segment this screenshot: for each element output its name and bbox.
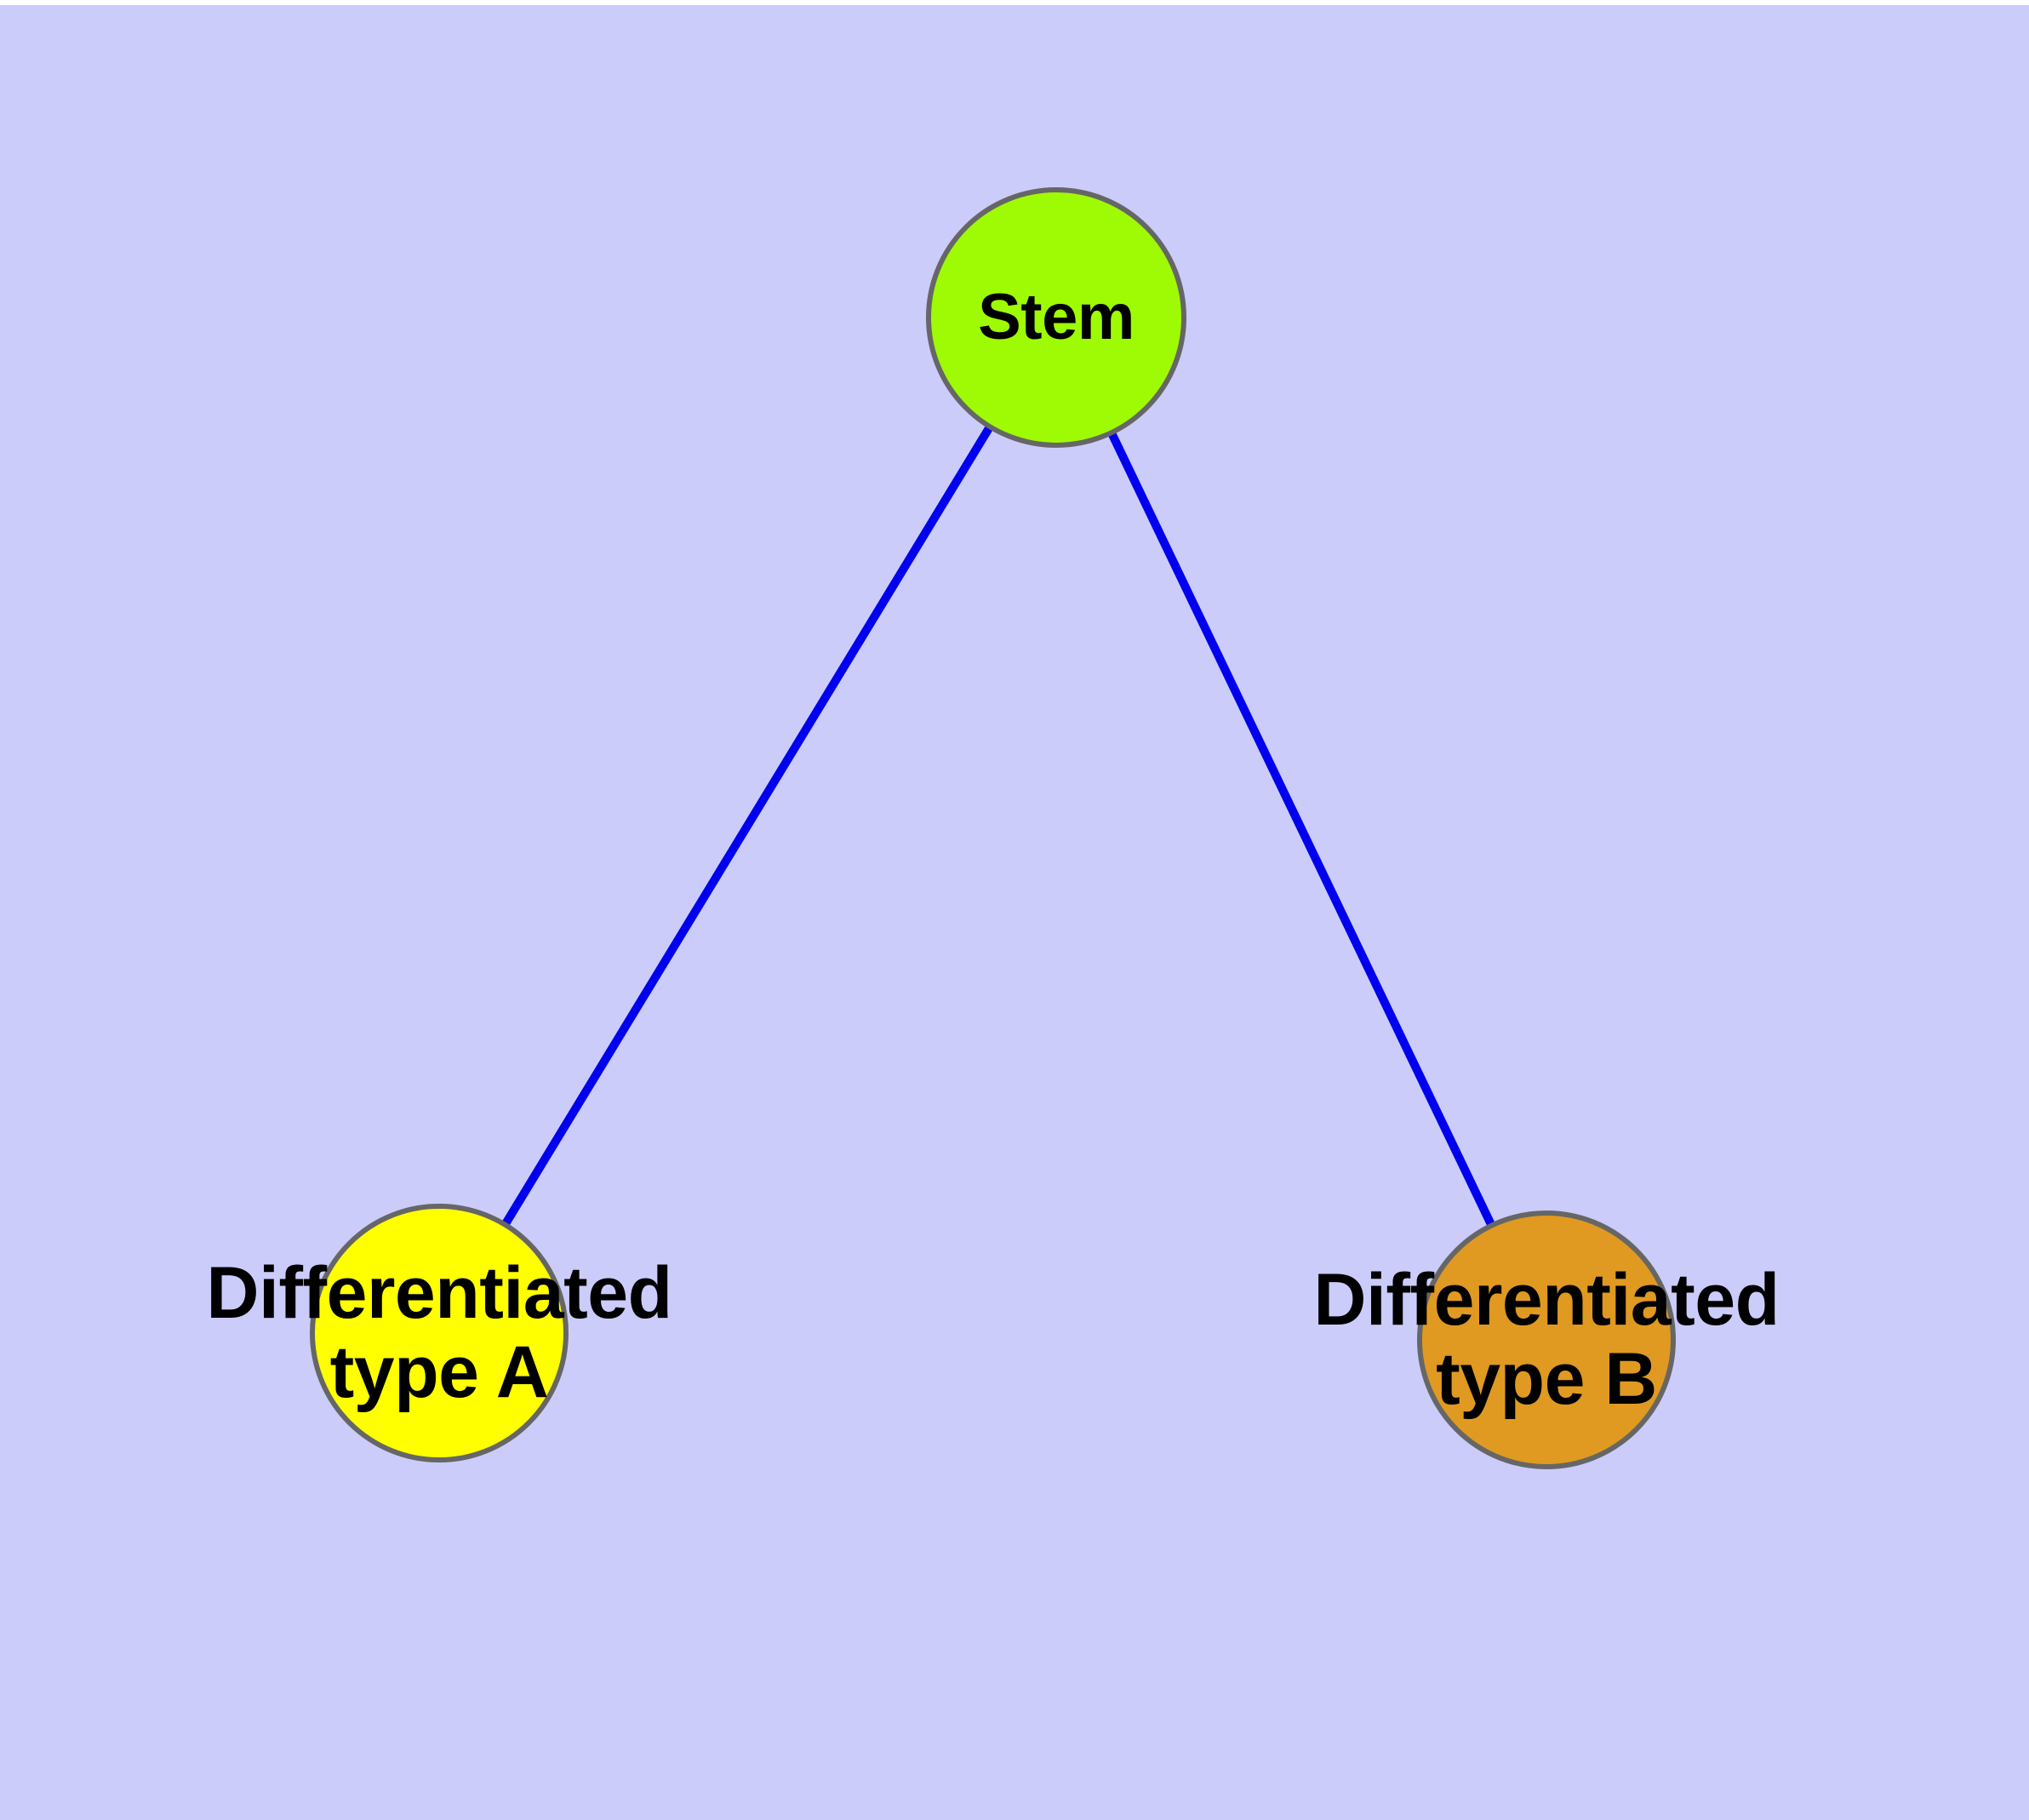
node-differentiated-type-b[interactable]	[1417, 1210, 1676, 1469]
node-layer	[310, 187, 1676, 1469]
edge-stem-to-differentiated-type-a	[435, 315, 1060, 1336]
graph-plot-area: Stem Differentiated type A Differentiate…	[0, 5, 2029, 1820]
edge-layer	[435, 315, 1551, 1342]
node-differentiated-type-a[interactable]	[310, 1204, 569, 1462]
graph-svg	[310, 187, 1676, 1469]
node-stem[interactable]	[926, 187, 1186, 448]
edge-stem-to-differentiated-type-b	[1052, 315, 1551, 1342]
